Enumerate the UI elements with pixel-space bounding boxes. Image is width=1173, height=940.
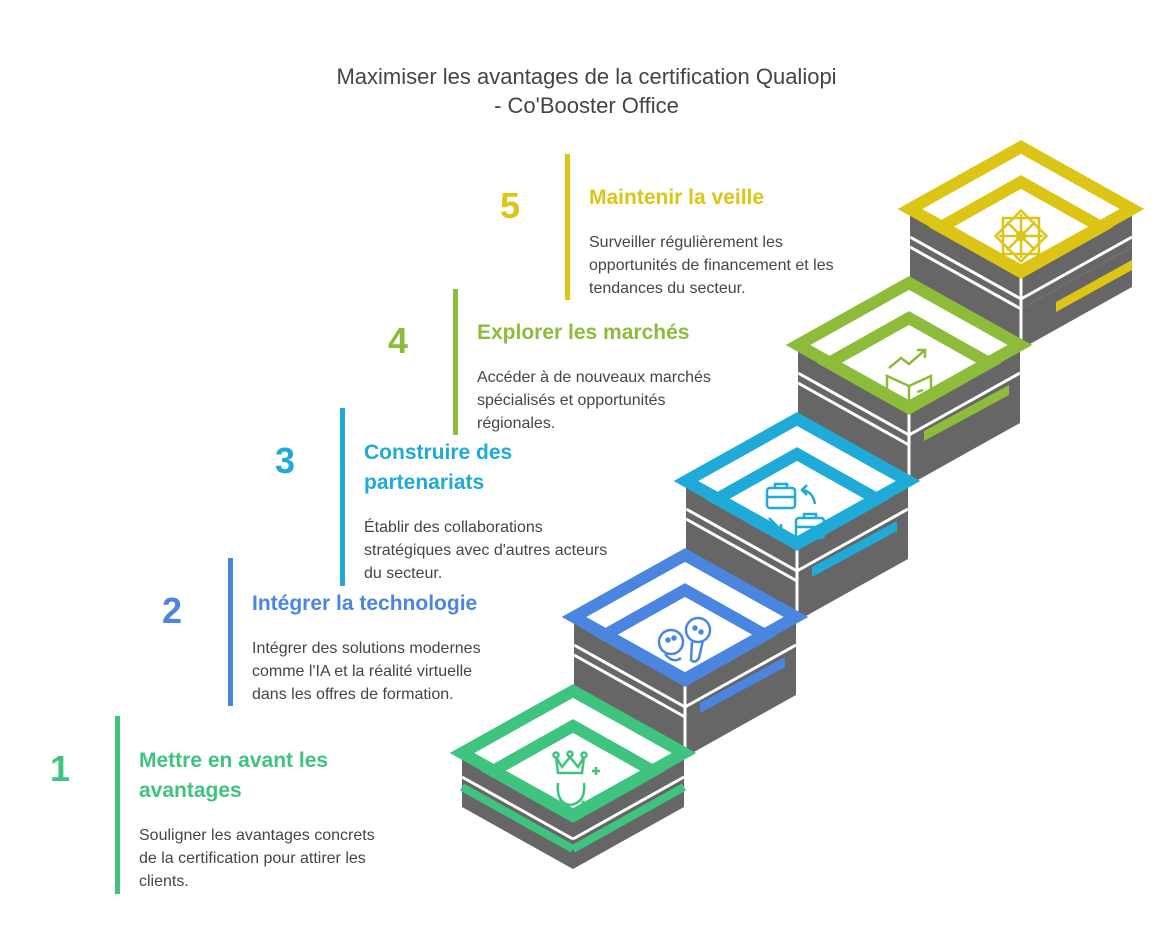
step-3-bar — [340, 408, 345, 586]
step-5-number: 5 — [500, 185, 521, 226]
step-5-heading: Maintenir la veille — [589, 186, 765, 209]
step-1-desc-1: Souligner les avantages concrets — [139, 827, 375, 844]
step-5-bar — [565, 154, 570, 300]
crown-person-icon — [549, 750, 600, 808]
step-1-desc-3: clients. — [139, 873, 189, 890]
step-1-heading-2: avantages — [139, 779, 242, 802]
step-4-heading: Explorer les marchés — [477, 321, 690, 344]
block-4 — [785, 276, 1033, 485]
step-2-desc-2: comme l'IA et la réalité virtuelle — [252, 663, 473, 680]
step-1-heading-1: Mettre en avant les — [139, 749, 329, 772]
step-4-desc-2: spécialisés et opportunités — [477, 392, 666, 409]
radar-star-icon — [993, 208, 1049, 264]
step-3-number: 3 — [275, 440, 296, 481]
step-2-bar — [228, 558, 233, 706]
step-5-desc-1: Surveiller régulièrement les — [589, 234, 783, 251]
step-4-bar — [453, 289, 458, 435]
step-3-heading-2: partenariats — [364, 471, 485, 494]
briefcase-exchange-icon — [765, 482, 826, 540]
ai-heads-icon — [657, 616, 712, 663]
title-line-1: Maximiser les avantages de la certificat… — [336, 64, 837, 89]
market-growth-icon — [885, 348, 933, 410]
step-4-number: 4 — [388, 320, 409, 361]
step-4-desc-3: régionales. — [477, 415, 556, 432]
step-1-desc-2: de la certification pour attirer les — [139, 850, 366, 867]
title-line-2: - Co'Booster Office — [494, 93, 679, 118]
step-3-desc-2: stratégiques avec d'autres acteurs — [364, 542, 608, 559]
step-2-heading: Intégrer la technologie — [252, 592, 478, 615]
block-1 — [449, 684, 697, 869]
step-1-number: 1 — [50, 748, 71, 789]
block-3 — [673, 412, 921, 621]
step-3-desc-1: Établir des collaborations — [364, 519, 543, 536]
block-2 — [561, 548, 809, 757]
step-2-number: 2 — [162, 590, 183, 631]
step-3-heading-1: Construire des — [364, 441, 513, 464]
step-5-desc-2: opportunités de financement et les — [589, 257, 834, 274]
diagram-title: Maximiser les avantages de la certificat… — [0, 62, 1173, 120]
step-1-bar — [115, 716, 120, 894]
step-5-desc-3: tendances du secteur. — [589, 280, 746, 297]
step-3-desc-3: du secteur. — [364, 565, 443, 582]
step-2-desc-3: dans les offres de formation. — [252, 686, 454, 703]
step-4-desc-1: Accéder à de nouveaux marchés — [477, 369, 711, 386]
step-2-desc-1: Intégrer des solutions modernes — [252, 640, 481, 657]
